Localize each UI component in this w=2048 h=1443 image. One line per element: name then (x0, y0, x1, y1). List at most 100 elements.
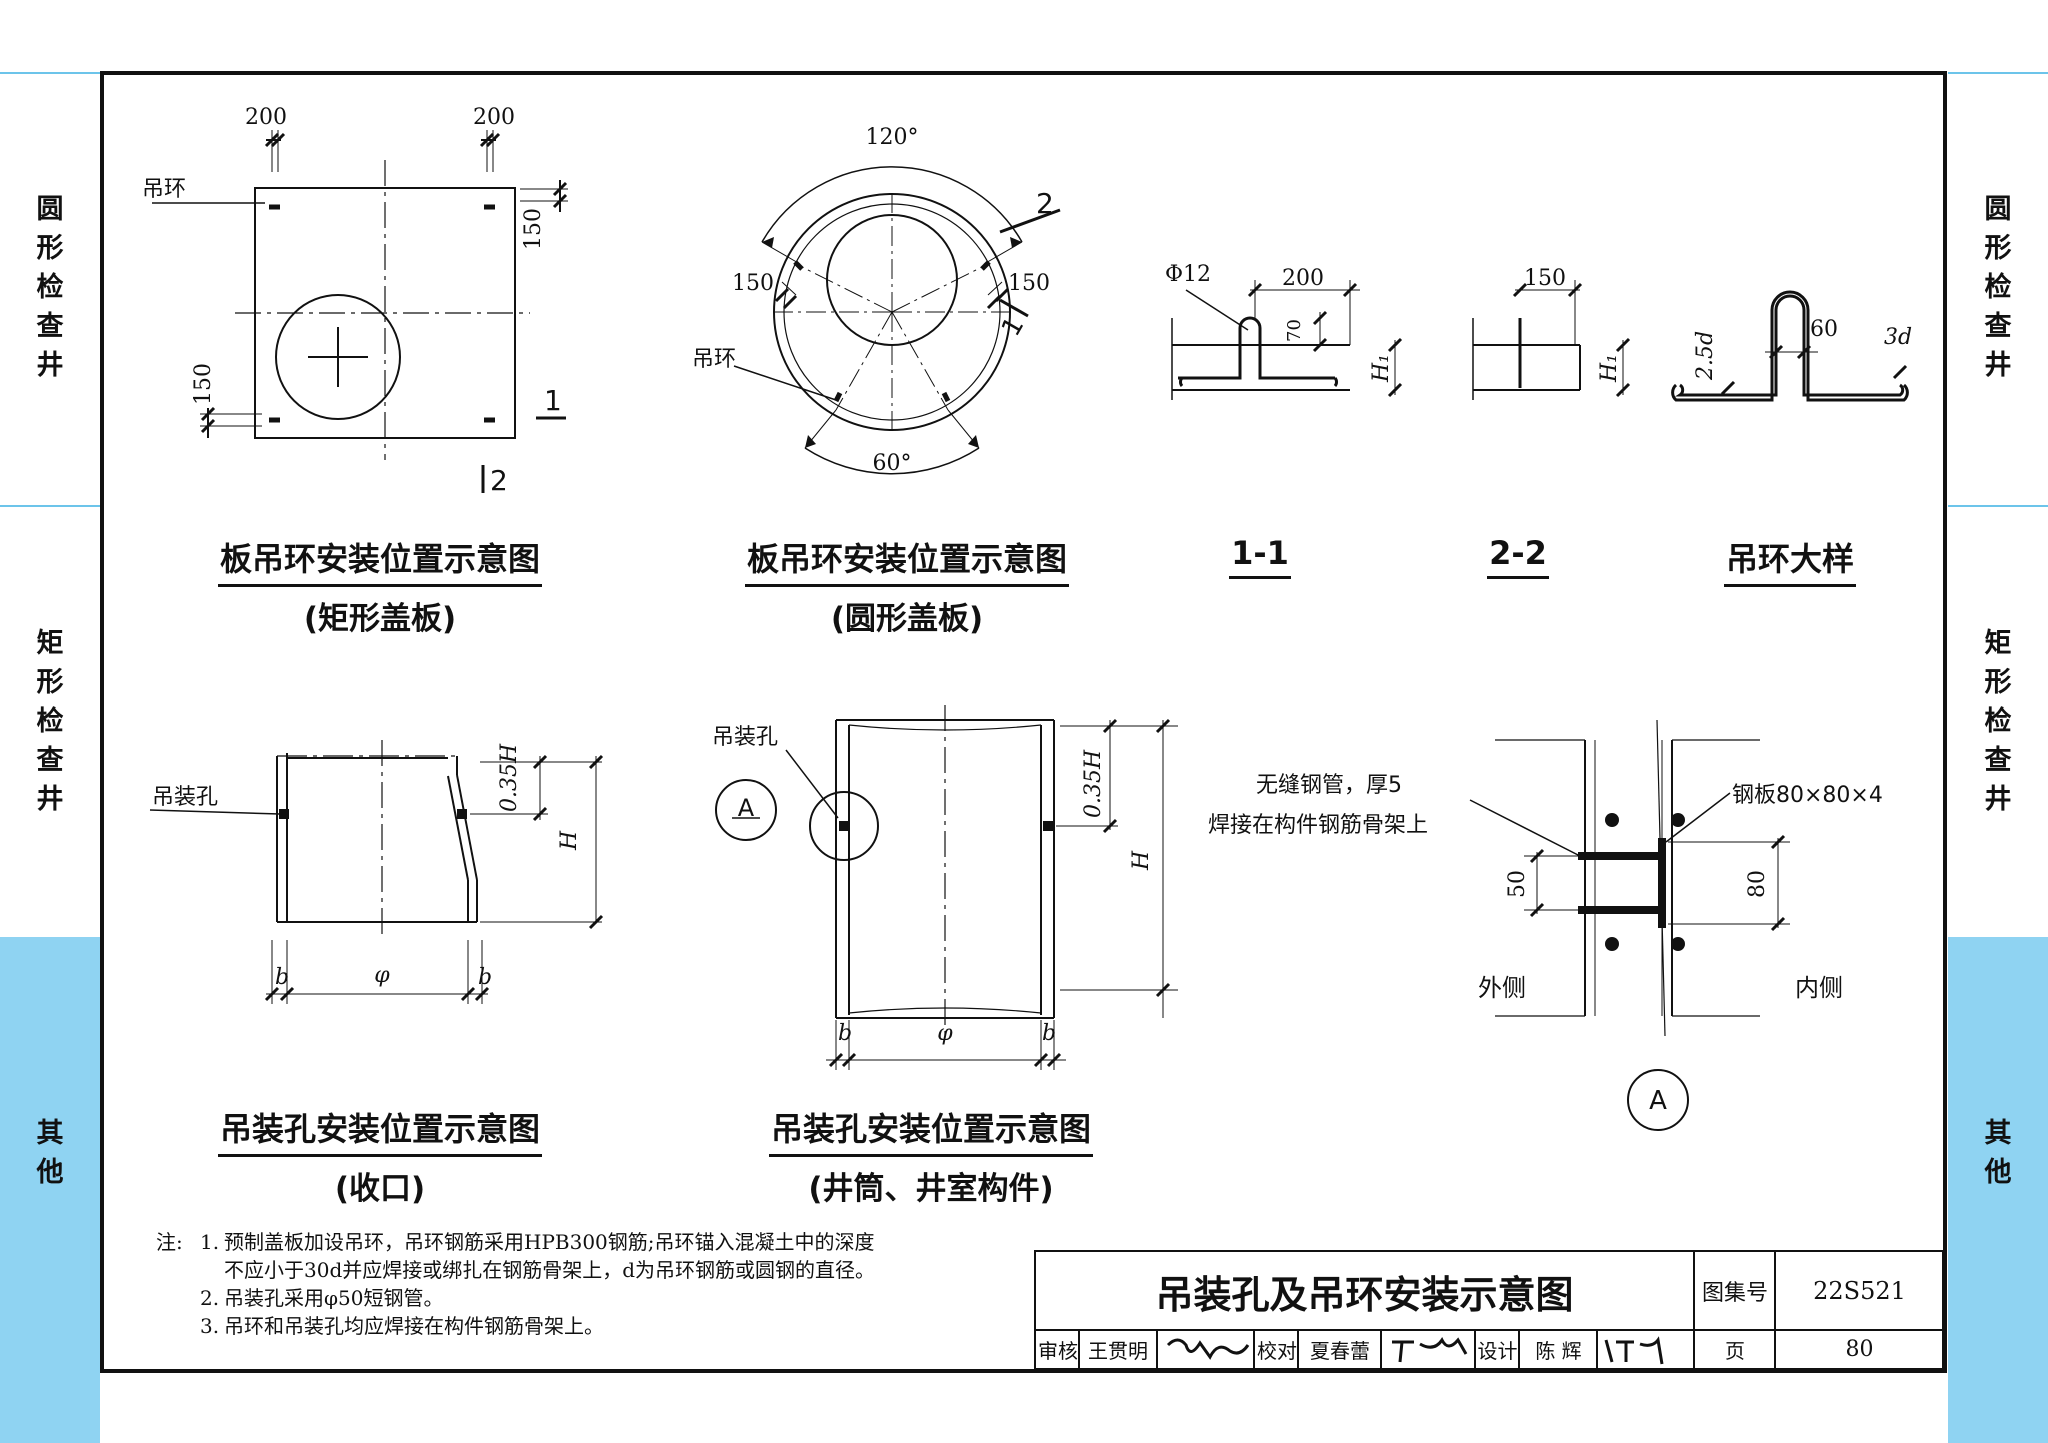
radial-lines (773, 190, 1011, 430)
view-title: 1-1 (1229, 534, 1291, 579)
tab-rect-manhole[interactable]: 矩 形 检 查 井 (36, 628, 64, 815)
dim-50: 50 (1505, 870, 1530, 898)
note-line: 吊装孔采用φ50短钢管。 (224, 1286, 444, 1310)
dim-150: 150 (1524, 266, 1566, 291)
lifting-ring-mark (793, 260, 991, 403)
outer-side-label: 外侧 (1478, 974, 1526, 1002)
dim-h1: H₁ (1369, 354, 1394, 383)
dim-phi: φ (937, 1021, 953, 1046)
dim-b-right: b (478, 965, 492, 990)
detail-a-letter: A (1649, 1086, 1667, 1116)
notes-heading: 注: (156, 1230, 183, 1254)
design-label: 设计 (1477, 1339, 1518, 1363)
tab-line (1948, 72, 2048, 74)
dim-phi: φ (374, 963, 390, 988)
note-number: 1. (200, 1230, 220, 1254)
view-title: 板吊环安装位置示意图 (217, 534, 542, 587)
note-number: 3. (200, 1314, 220, 1338)
ring-detail-view: 2.5d 60 3d (1671, 290, 1912, 402)
tab-highlight (1948, 937, 2048, 1443)
signature-designer (1604, 1336, 1664, 1365)
sheet-border (100, 71, 1947, 1373)
steel-pipe (1578, 906, 1662, 914)
tab-highlight (0, 937, 100, 1443)
dim-b-left: b (838, 1021, 852, 1046)
page-number: 80 (1845, 1337, 1874, 1362)
tab-other[interactable]: 其 他 (1984, 1118, 2012, 1188)
detail-callout-circle (809, 791, 879, 861)
view-title: 吊环大样 (1723, 534, 1856, 587)
check-label: 校对 (1257, 1339, 1297, 1363)
rect-plate-view: 200 200 150 150 吊环 1 2 (142, 105, 568, 497)
dim-150-left: 150 (732, 271, 774, 296)
left-tab-strip: 圆 形 检 查 井 矩 形 检 查 井 其 他 (0, 0, 100, 1443)
pipe-label: 无缝钢管，厚5 (1256, 773, 1402, 798)
dim-200-right: 200 (473, 105, 515, 130)
tab-line (0, 72, 100, 74)
steel-pipe (1578, 852, 1662, 860)
note-number: 2. (200, 1286, 220, 1310)
dim-b-left: b (275, 965, 289, 990)
dim-200: 200 (1282, 266, 1324, 291)
hole-label: 吊装孔 (152, 785, 218, 810)
lifting-ring (1178, 316, 1335, 380)
dim-150-bottom: 150 (191, 363, 216, 405)
angle-60-arc (804, 447, 980, 475)
hole-label: 吊装孔 (712, 725, 778, 750)
dim-150-right: 150 (1008, 271, 1050, 296)
view-subtitle: (井筒、井室构件) (808, 1171, 1054, 1207)
section-mark-2: 2 (490, 464, 508, 497)
round-plate-view: 120° 60° 150 150 吊环 2 1 (692, 125, 1061, 476)
tab-round-manhole[interactable]: 圆 形 检 查 井 (36, 194, 64, 381)
caption-section-2-2: 2-2 (1458, 534, 1578, 579)
right-tab-strip: 圆 形 检 查 井 矩 形 检 查 井 其 他 (1948, 0, 2048, 1443)
signatures (1166, 1336, 1664, 1365)
note-line: 不应小于30d并应焊接或绑扎在钢筋骨架上，d为吊环钢筋或圆钢的直径。 (224, 1258, 876, 1282)
section-mark-1: 1 (996, 312, 1030, 341)
tab-other[interactable]: 其 他 (36, 1118, 64, 1188)
section-mark-1: 1 (544, 384, 562, 417)
title-block-grid (1034, 1250, 1944, 1370)
caption-section-1-1: 1-1 (1200, 534, 1320, 579)
dim-60: 60 (1810, 317, 1838, 342)
caption-round-plate: 板吊环安装位置示意图 (圆形盖板) (702, 534, 1112, 638)
tab-rect-manhole[interactable]: 矩 形 检 查 井 (1984, 628, 2012, 815)
view-title: 2-2 (1487, 534, 1549, 579)
dim-200-left: 200 (245, 105, 287, 130)
ring-shape (1675, 294, 1905, 397)
detail-a-view: 无缝钢管，厚5 焊接在构件钢筋骨架上 钢板80×80×4 50 80 外侧 内侧… (1208, 719, 1883, 1131)
view-subtitle: (圆形盖板) (830, 601, 984, 637)
designer-name: 陈 辉 (1535, 1339, 1582, 1363)
tab-line (1948, 505, 2048, 507)
inner-side-label: 内侧 (1795, 974, 1843, 1002)
view-subtitle: (收口) (334, 1171, 426, 1207)
bar-phi12: Φ12 (1165, 262, 1211, 287)
dim-3d: 3d (1884, 325, 1912, 350)
dim-2-5d: 2.5d (1693, 331, 1718, 381)
lifting-hole (457, 809, 467, 819)
dim-70: 70 (1284, 319, 1305, 342)
dim-h: H (557, 830, 582, 851)
section-1-1-view: Φ12 200 70 H₁ (1165, 262, 1403, 400)
hole-taper-view: 吊装孔 0.35H H b φ b (149, 740, 604, 1004)
signature-reviewer (1166, 1338, 1250, 1360)
tab-round-manhole[interactable]: 圆 形 检 查 井 (1984, 194, 2012, 381)
dim-h1: H₁ (1597, 354, 1622, 383)
reviewer-name: 王贯明 (1088, 1339, 1148, 1363)
note-line: 吊环和吊装孔均应焊接在构件钢筋骨架上。 (224, 1314, 604, 1338)
caption-rect-plate: 板吊环安装位置示意图 (矩形盖板) (175, 534, 585, 638)
lifting-hole (839, 821, 849, 831)
ring-label: 吊环 (692, 347, 736, 372)
dim-0-35h: 0.35H (1081, 749, 1106, 818)
view-title: 板吊环安装位置示意图 (744, 534, 1069, 587)
view-title: 吊装孔安装位置示意图 (768, 1104, 1093, 1157)
drawing-title: 吊装孔及吊环安装示意图 (1155, 1272, 1574, 1317)
view-subtitle: (矩形盖板) (303, 601, 457, 637)
caption-hole-taper: 吊装孔安装位置示意图 (收口) (175, 1104, 585, 1208)
lifting-hole (1043, 821, 1053, 831)
pipe-weld-label: 焊接在构件钢筋骨架上 (1208, 813, 1428, 838)
dim-b-right: b (1042, 1021, 1056, 1046)
notes-block: 注: 1. 预制盖板加设吊环，吊环钢筋采用HPB300钢筋;吊环锚入混凝土中的深… (156, 1228, 875, 1340)
